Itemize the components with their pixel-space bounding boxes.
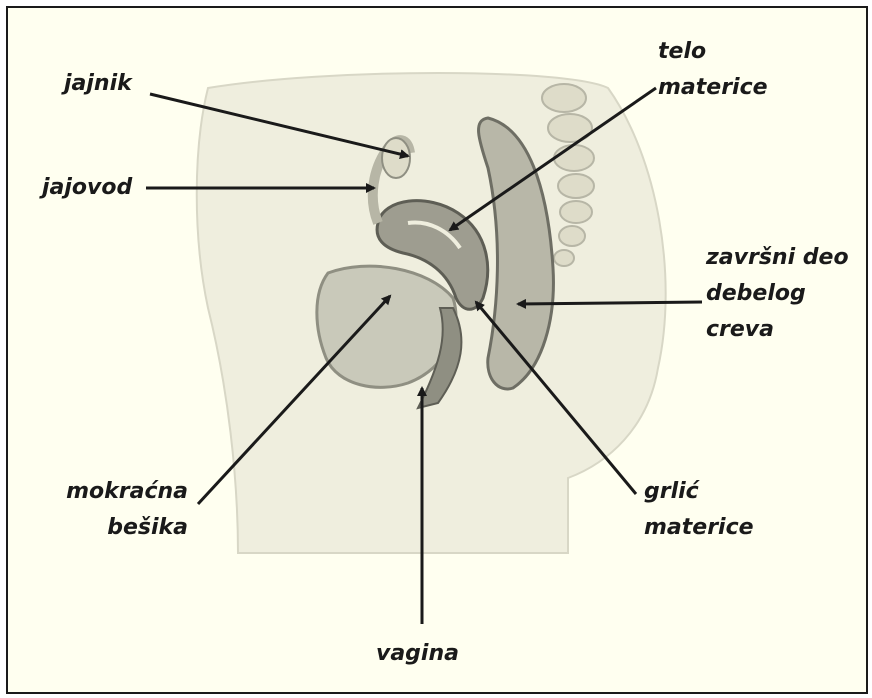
label-zavrsni-line2: debelog — [706, 280, 849, 308]
label-vagina: vagina — [376, 640, 459, 668]
label-mokracna-line1: mokraćna — [44, 478, 188, 506]
label-zavrsni-line1: završni deo — [706, 244, 849, 272]
label-mokracna-line2: bešika — [44, 514, 188, 542]
diagram-frame: jajnik jajovod telo materice završni deo… — [6, 6, 868, 694]
label-mokracna-besika: mokraćna bešika — [44, 478, 188, 542]
label-grlic-materice: grlić materice — [644, 478, 754, 542]
ovary — [382, 138, 410, 178]
label-jajnik: jajnik — [64, 70, 132, 98]
label-jajovod: jajovod — [42, 174, 132, 202]
pelvis-illustration — [8, 8, 866, 692]
label-telo-line1: telo — [658, 38, 768, 66]
label-zavrsni-line3: creva — [706, 316, 849, 344]
label-grlic-line1: grlić — [644, 478, 754, 506]
label-telo-materice: telo materice — [658, 38, 768, 102]
zavrsni-deo-arrow — [518, 302, 702, 304]
label-telo-line2: materice — [658, 74, 768, 102]
label-zavrsni-deo-debelog-creva: završni deo debelog creva — [706, 244, 849, 344]
label-grlic-line2: materice — [644, 514, 754, 542]
